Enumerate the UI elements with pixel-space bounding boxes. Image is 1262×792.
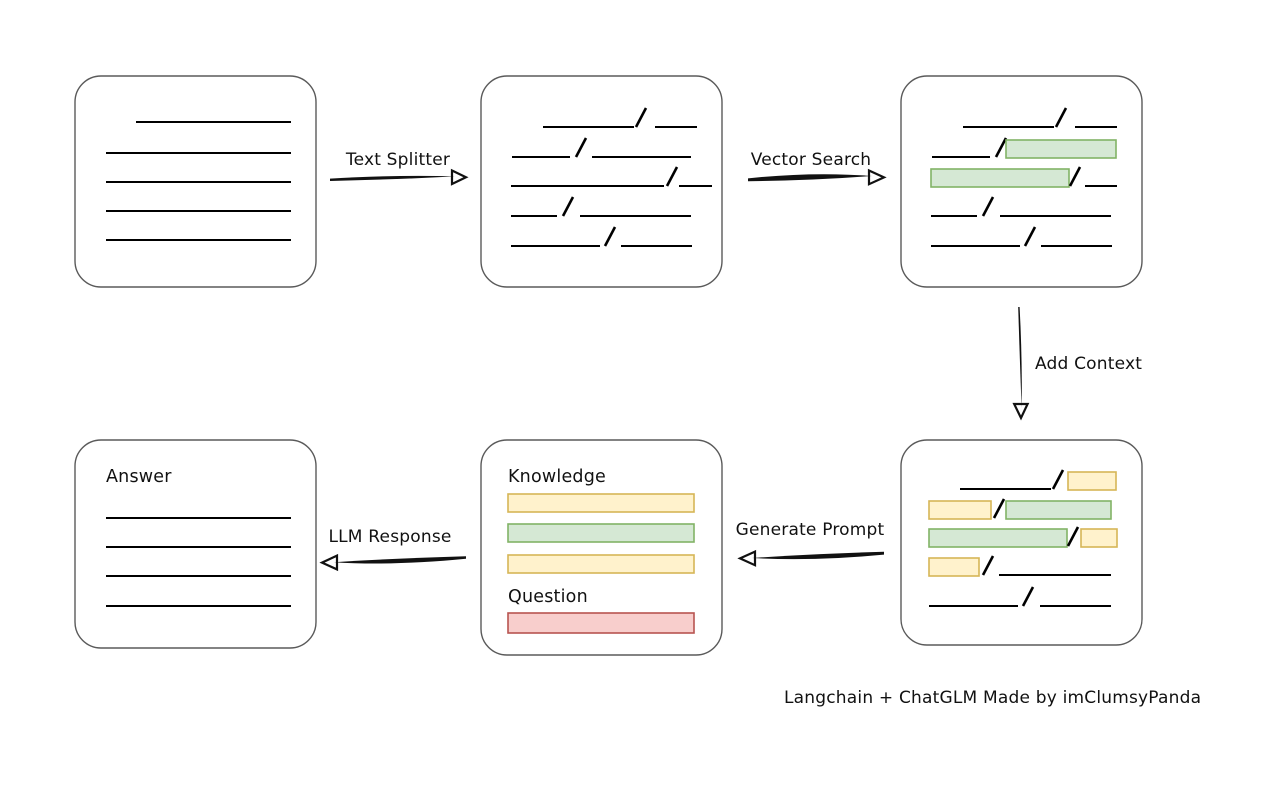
matched-chunk-row-2-slash [994, 137, 1008, 158]
knowledge-bar-1 [507, 493, 695, 513]
edge-generate-prompt[interactable]: Generate Prompt [736, 520, 885, 567]
edge-vector-search[interactable]: Vector Search [748, 150, 887, 186]
vector-search-arrow-head [867, 168, 887, 186]
split-chunk-row-5-slash [603, 226, 617, 247]
llm-response-arrow-shaft [334, 556, 466, 564]
generate-prompt-arrow-head [737, 549, 757, 567]
matched-chunk-row-3-seg-1 [930, 168, 1070, 188]
knowledge-bar-3 [507, 554, 695, 574]
context-chunk-row-3-seg-1 [928, 528, 1068, 548]
text-splitter-arrow-shaft [330, 175, 455, 181]
question-bar-1 [507, 612, 695, 634]
context-chunk-row-3-seg-3 [1080, 528, 1118, 548]
vector-search-label: Vector Search [751, 150, 872, 170]
split-chunk-row-1-slash [634, 107, 648, 128]
diagram-caption: Langchain + ChatGLM Made by imClumsyPand… [784, 688, 1201, 708]
answer-label: Answer [106, 467, 172, 487]
node-source-document[interactable] [74, 75, 317, 288]
source-document-lines [106, 120, 291, 242]
generate-prompt-arrow-shaft [752, 551, 884, 560]
text-splitter-arrow-head [450, 168, 469, 186]
context-chunks-rows [928, 469, 1118, 608]
context-chunk-row-1-slash [1051, 469, 1065, 490]
context-chunk-row-2-slash [992, 498, 1006, 519]
vector-search-arrow-shaft [748, 174, 872, 182]
split-chunk-row-4-slash [561, 196, 575, 217]
add-context-arrow-head [1012, 402, 1030, 421]
node-context-chunks[interactable] [900, 439, 1143, 646]
add-context-arrow-shaft [1018, 307, 1022, 408]
knowledge-bar-2 [507, 523, 695, 543]
edge-llm-response[interactable]: LLM Response [319, 527, 466, 572]
split-chunk-row-3-slash [665, 166, 679, 187]
matched-chunk-row-1-slash [1054, 107, 1068, 128]
add-context-label: Add Context [1035, 354, 1142, 374]
node-matched-chunks[interactable] [900, 75, 1143, 288]
split-chunks-rows [511, 107, 712, 248]
split-chunks-box[interactable] [480, 75, 723, 288]
matched-chunk-row-3-slash [1068, 166, 1082, 187]
context-chunk-row-4-seg-1 [928, 557, 980, 577]
edge-add-context[interactable]: Add Context [1012, 307, 1142, 421]
answer-box[interactable] [74, 439, 317, 649]
llm-response-label: LLM Response [328, 527, 451, 547]
node-split-chunks[interactable] [480, 75, 723, 288]
edge-text-splitter[interactable]: Text Splitter [330, 150, 469, 186]
knowledge-label: Knowledge [508, 467, 606, 487]
llm-response-arrow-head [319, 553, 339, 572]
matched-chunk-row-5-slash [1023, 226, 1037, 247]
generate-prompt-label: Generate Prompt [736, 520, 885, 540]
matched-chunk-row-4-slash [981, 196, 995, 217]
context-chunk-row-5-slash [1021, 586, 1035, 607]
context-chunk-row-4-slash [981, 555, 995, 576]
context-chunk-row-2-seg-1 [928, 500, 992, 520]
matched-chunk-row-2-seg-3 [1005, 139, 1117, 159]
split-chunk-row-2-slash [574, 137, 588, 158]
context-chunk-row-1-seg-3 [1067, 471, 1117, 491]
context-chunk-row-2-seg-3 [1005, 500, 1112, 520]
context-chunk-row-3-slash [1066, 526, 1080, 547]
text-splitter-label: Text Splitter [345, 150, 450, 170]
matched-chunks-rows [930, 107, 1117, 248]
answer-lines [106, 516, 291, 608]
node-answer[interactable]: Answer [74, 439, 317, 649]
node-prompt[interactable]: Knowledge Question [480, 439, 723, 656]
prompt-bars [507, 493, 695, 634]
question-label: Question [508, 587, 588, 607]
